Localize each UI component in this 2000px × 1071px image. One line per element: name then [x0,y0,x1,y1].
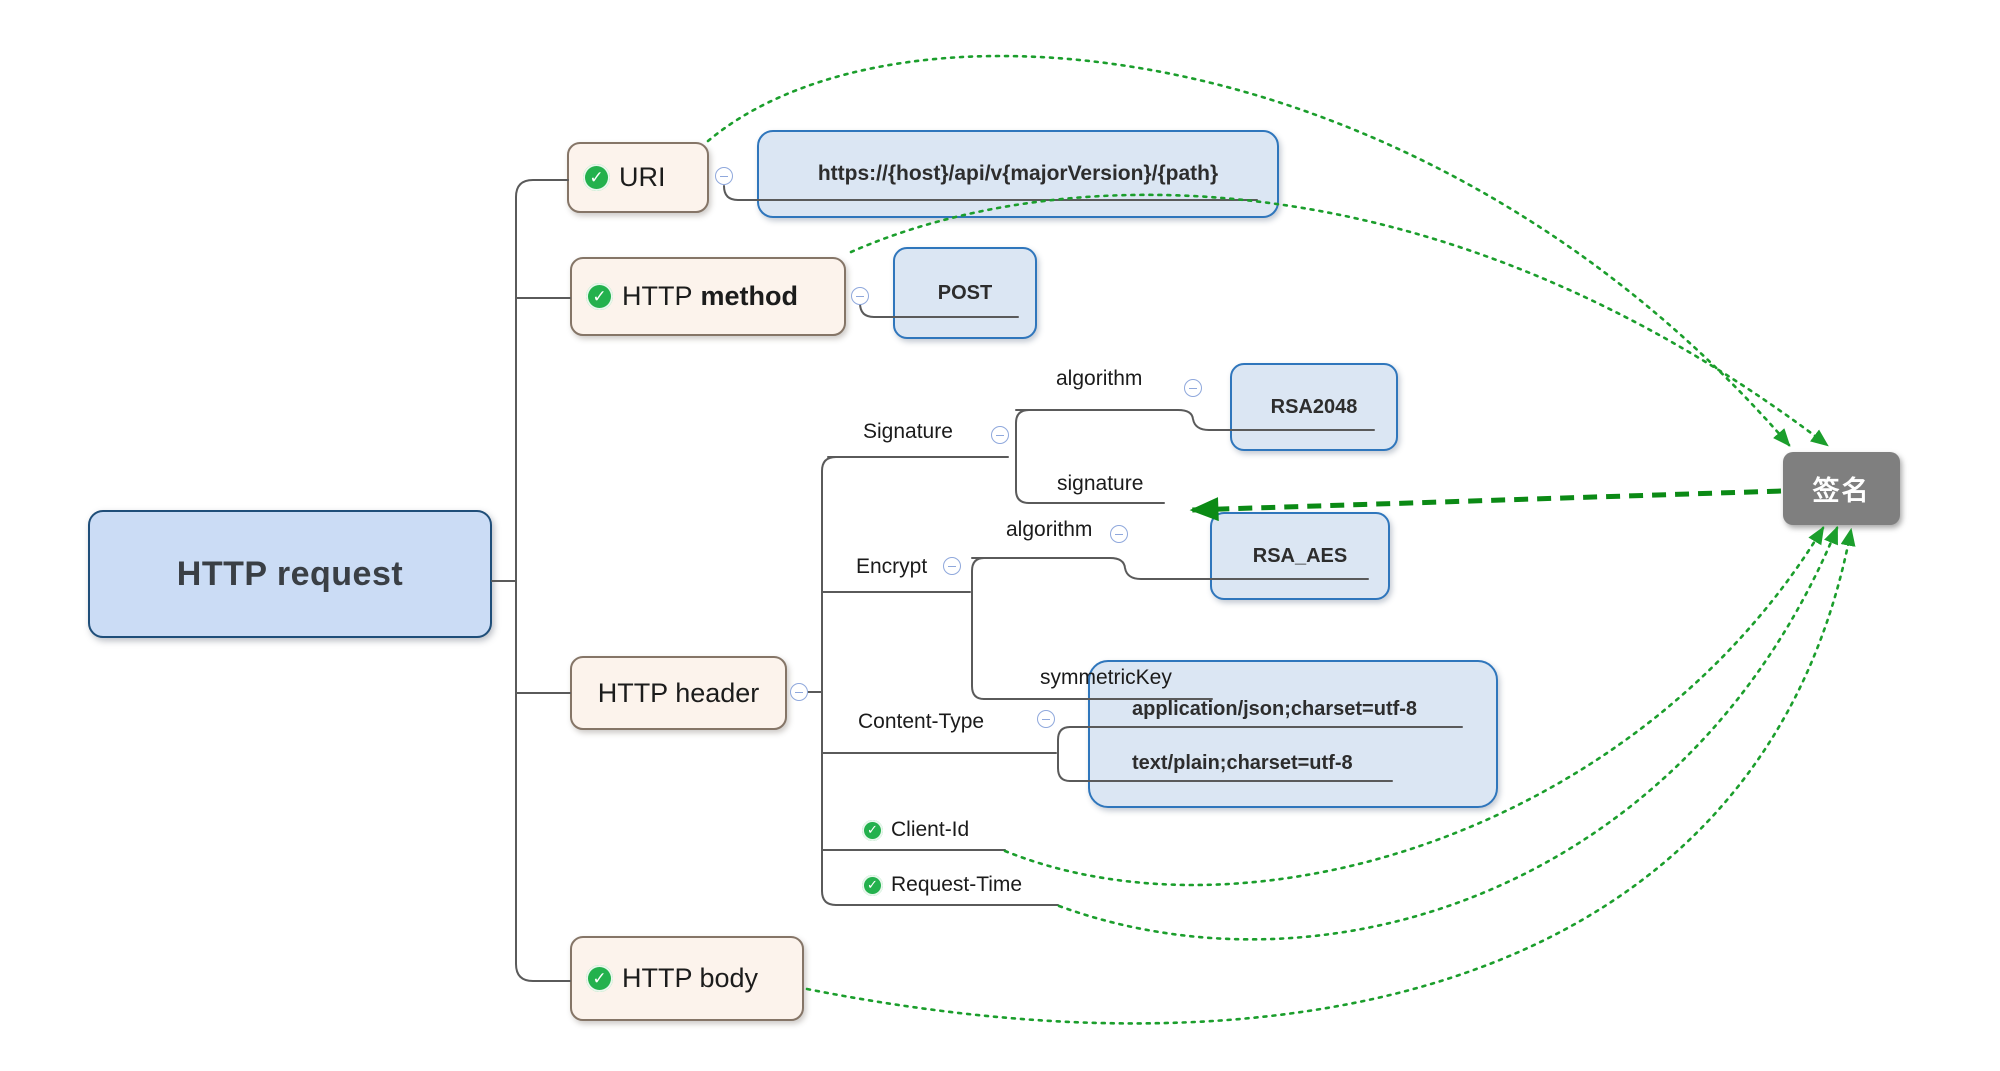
http-method-label-prefix: HTTP [622,281,693,311]
topic-client-id[interactable]: ✓ Client-Id [862,818,969,842]
collapse-button-content-type[interactable] [1037,710,1055,728]
topic-request-time[interactable]: ✓ Request-Time [862,873,1022,897]
topic-encrypt-algorithm[interactable]: algorithm [1006,518,1092,542]
sign-to-signature-arrow [1189,488,1782,522]
topic-sign[interactable]: 签名 [1783,452,1900,525]
collapse-button-encrypt[interactable] [943,557,961,575]
content-type-value-json: application/json;charset=utf-8 [1132,698,1418,720]
content-type-label: Content-Type [858,710,985,733]
signature-children-bracket [1015,409,1030,504]
request-time-label: Request-Time [891,873,1023,896]
topic-content-type[interactable]: Content-Type [858,710,984,734]
header-children-vertical [821,456,837,906]
uri-value-text: https://{host}/api/v{majorVersion}/{path… [817,162,1219,185]
topic-rsa2048-value[interactable]: RSA2048 [1230,363,1398,451]
http-method-label-emphasis: method [700,281,799,311]
signature-group-label: Signature [863,420,953,443]
topic-signature-group[interactable]: Signature [863,420,953,444]
topic-http-body[interactable]: ✓ HTTP body [570,936,804,1021]
topic-signature-algorithm[interactable]: algorithm [1056,367,1142,391]
collapse-button-http-header[interactable] [790,683,808,701]
check-icon: ✓ [586,283,613,310]
spine-connector [515,179,571,982]
client-id-label: Client-Id [891,818,970,841]
topic-rsa-aes-value[interactable]: RSA_AES [1210,512,1390,600]
topic-uri-label: URI [619,162,666,192]
topic-http-header-label: HTTP header [597,677,760,708]
rsa-aes-value-text: RSA_AES [1252,544,1348,567]
collapse-button-http-method[interactable] [851,287,869,305]
rsa2048-value-text: RSA2048 [1270,395,1358,418]
symmetrickey-label: symmetricKey [1040,666,1172,689]
collapse-button-encrypt-algorithm[interactable] [1110,525,1128,543]
topic-symmetrickey-leaf[interactable]: symmetricKey [1040,666,1172,690]
sign-label: 签名 [1812,476,1871,506]
topic-http-body-label: HTTP body [622,963,759,993]
check-icon: ✓ [862,819,883,841]
encrypt-group-label: Encrypt [856,555,928,578]
topic-signature-leaf[interactable]: signature [1057,472,1143,496]
collapse-button-signature[interactable] [991,426,1009,444]
check-icon: ✓ [862,874,883,896]
post-value-text: POST [937,281,993,304]
content-type-children-bracket [1057,726,1071,782]
root-topic-label: HTTP request [176,554,404,593]
topic-uri-value[interactable]: https://{host}/api/v{majorVersion}/{path… [757,130,1279,218]
collapse-button-signature-algorithm[interactable] [1184,379,1202,397]
check-icon: ✓ [586,965,613,992]
topic-uri[interactable]: ✓ URI [567,142,709,213]
encrypt-children-bracket [971,557,985,700]
check-icon: ✓ [583,164,610,191]
content-type-value-plain: text/plain;charset=utf-8 [1132,752,1353,774]
topic-encrypt-group[interactable]: Encrypt [856,555,927,579]
collapse-button-uri[interactable] [715,167,733,185]
encrypt-algorithm-label: algorithm [1006,518,1093,541]
signature-algorithm-label: algorithm [1056,367,1143,390]
signature-leaf-label: signature [1057,472,1144,495]
topic-http-header[interactable]: HTTP header [570,656,787,730]
root-topic-http-request[interactable]: HTTP request [88,510,492,638]
topic-post-value[interactable]: POST [893,247,1037,339]
